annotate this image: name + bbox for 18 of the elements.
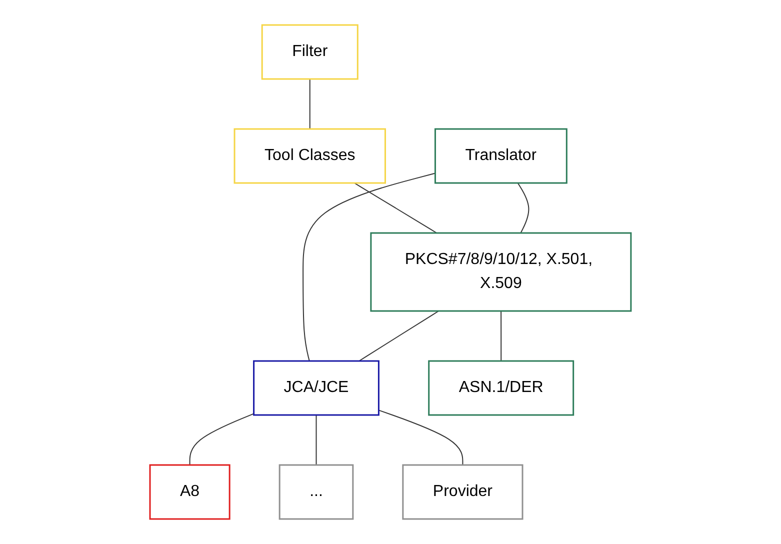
connector [358,310,440,362]
node-box: Tool Classes [234,128,386,184]
node-box: ... [278,464,354,520]
node-box: A8 [149,464,230,520]
connector [378,410,464,466]
node-box: Translator [434,128,568,184]
node-box: JCA/JCE [253,360,380,416]
node-box: ASN.1/DER [428,360,574,416]
connector [354,182,438,234]
connector [316,414,317,466]
connector [517,182,530,234]
connector [500,310,502,362]
node-box: PKCS#7/8/9/10/12, X.501, X.509 [370,232,632,312]
node-box: Provider [402,464,524,520]
connector [189,413,254,466]
node-box: Filter [261,24,358,80]
connector [309,78,310,130]
connector [302,172,436,362]
